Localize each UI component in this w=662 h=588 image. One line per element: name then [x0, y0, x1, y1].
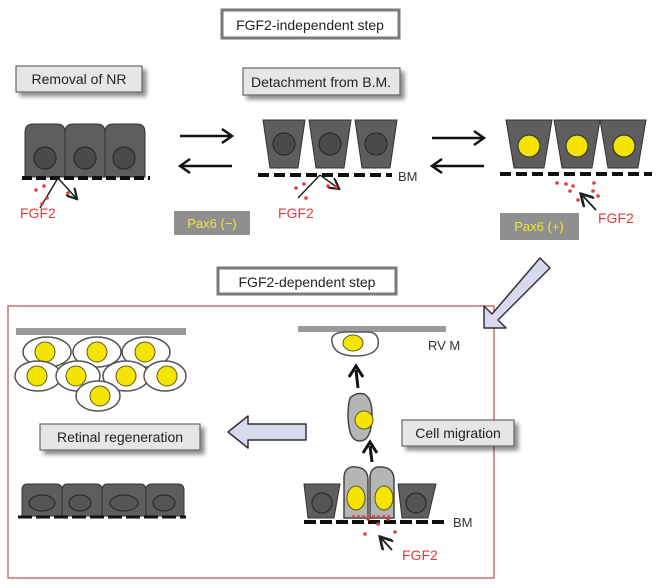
- rpe-cell: [354, 119, 398, 169]
- fgf2-dots: [555, 181, 600, 202]
- fgf2-label: FGF2: [598, 210, 634, 226]
- rpe-cell: [262, 119, 306, 169]
- reversible-arrows-icon: [177, 127, 235, 175]
- nucleus-icon: [152, 494, 176, 512]
- nucleus-icon: [26, 365, 48, 387]
- nucleus-icon: [89, 385, 111, 407]
- rpe-cell: [64, 123, 106, 178]
- migration-label-box: Cell migration: [401, 419, 515, 447]
- neural-cell-row-middle: [14, 360, 187, 392]
- nucleus-icon: [342, 334, 364, 352]
- neural-cell-row-bottom: [75, 380, 121, 412]
- migrating-cell: [347, 392, 374, 442]
- retinal-layer: [16, 328, 186, 335]
- nucleus-icon: [109, 494, 139, 512]
- rpe-cell: [553, 119, 601, 169]
- fgf2-arrow-icon: [381, 538, 392, 550]
- fgf2-arrow-icon: [57, 177, 76, 198]
- epithelium-stage-detachment: BM FGF2: [258, 119, 418, 221]
- pax6-positive-badge: Pax6 (+): [500, 213, 579, 240]
- fgf2-label: FGF2: [20, 205, 56, 221]
- nucleus-icon: [318, 132, 342, 156]
- fgf2-label: FGF2: [402, 547, 438, 563]
- rpe-cell: [24, 123, 66, 178]
- nucleus-icon: [612, 134, 636, 158]
- nucleus-icon: [405, 492, 427, 514]
- regenerated-retina-cluster: [14, 328, 187, 412]
- regeneration-label-box: Retinal regeneration: [39, 423, 201, 451]
- rpe-row-remaining: [18, 483, 186, 519]
- fgf2-arrow-icon: [297, 174, 321, 199]
- nucleus-icon: [346, 485, 366, 511]
- nucleus-icon: [115, 365, 137, 387]
- pax6-negative-label: Pax6 (−): [187, 216, 237, 231]
- fgf2-label: FGF2: [278, 205, 314, 221]
- regeneration-arrow-icon: [227, 415, 307, 449]
- fgf2-dots: [294, 182, 338, 200]
- nucleus-icon: [65, 365, 87, 387]
- pax6-positive-label: Pax6 (+): [514, 219, 564, 234]
- nucleus-icon: [354, 410, 374, 430]
- nucleus-icon: [374, 485, 394, 511]
- nucleus-icon: [33, 146, 57, 170]
- nucleus-icon: [517, 134, 541, 158]
- migration-arrow-icon: [347, 363, 365, 389]
- fgf2-dots: [363, 517, 397, 536]
- nucleus-icon: [28, 494, 56, 512]
- reversible-arrows-icon: [429, 129, 487, 175]
- dependent-step-header: FGF2-dependent step: [216, 266, 398, 296]
- nucleus-icon: [68, 494, 92, 512]
- fgf2-dots: [34, 184, 70, 206]
- bm-label: BM: [453, 515, 473, 530]
- rvm-label: RV M: [428, 338, 460, 353]
- pax6-negative-badge: Pax6 (−): [174, 211, 250, 235]
- rpe-cell: [505, 119, 553, 169]
- nucleus-icon: [73, 146, 97, 170]
- nucleus-icon: [311, 492, 333, 514]
- nucleus-icon: [34, 341, 56, 363]
- epithelium-stage-pax6-positive: FGF2: [500, 119, 652, 226]
- detachment-label: Detachment from B.M.: [251, 74, 391, 90]
- nucleus-icon: [364, 132, 388, 156]
- rpe-cell: [308, 119, 352, 169]
- fgf2-arrow-icon: [582, 195, 597, 211]
- migration-label: Cell migration: [415, 425, 501, 441]
- dependent-step-label: FGF2-dependent step: [239, 274, 376, 290]
- removal-label: Removal of NR: [32, 71, 127, 87]
- migration-arrow-icon: [361, 439, 379, 463]
- regeneration-label: Retinal regeneration: [57, 429, 183, 445]
- epithelium-stage-removal: FGF2: [20, 123, 150, 221]
- nucleus-icon: [156, 365, 178, 387]
- nucleus-icon: [565, 134, 589, 158]
- migrated-cell: [331, 331, 380, 357]
- detachment-label-box: Detachment from B.M.: [242, 67, 401, 96]
- epithelium-migration-origin: BM FGF2: [303, 466, 473, 563]
- independent-step-header: FGF2-independent step: [220, 8, 401, 40]
- nucleus-icon: [86, 341, 108, 363]
- rvm-layer: [298, 326, 446, 332]
- nucleus-icon: [134, 341, 156, 363]
- rpe-cell: [599, 119, 647, 169]
- neural-cell-row-top: [22, 336, 171, 368]
- transition-arrow-icon: [483, 257, 551, 329]
- bm-label: BM: [398, 169, 418, 184]
- rpe-cell: [104, 123, 146, 178]
- nucleus-icon: [272, 132, 296, 156]
- removal-label-box: Removal of NR: [15, 65, 143, 93]
- nucleus-icon: [112, 146, 136, 170]
- independent-step-label: FGF2-independent step: [236, 17, 384, 33]
